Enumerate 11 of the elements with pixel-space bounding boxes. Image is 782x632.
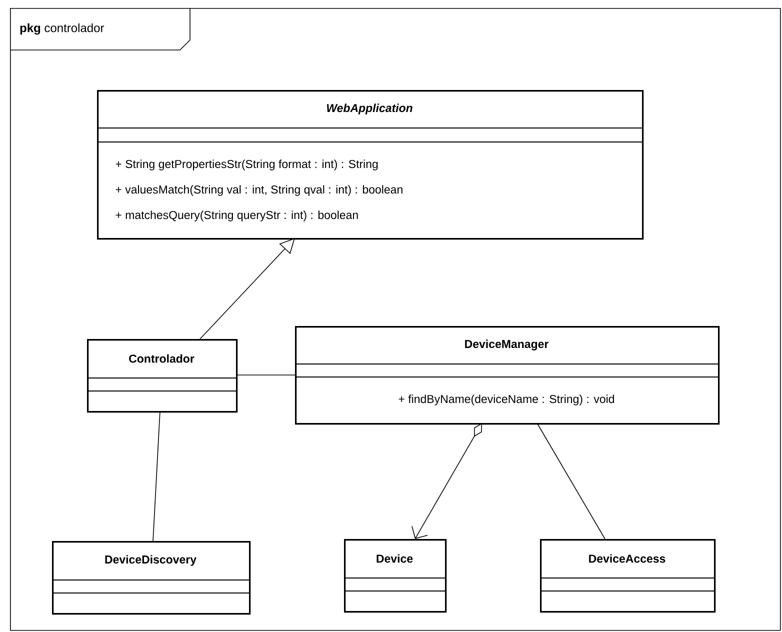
class-box: WebApplication + String getPropertiesStr(String format : int) : String + valuesMatch(String val : int, String qval : int) : boolean + matchesQuery(String queryStr : int) : boolean	[96, 90, 644, 240]
class-box: Controlador	[86, 339, 238, 413]
class-box: DeviceManager + findByName(deviceName : String) : void	[294, 326, 720, 425]
class-box: DeviceDiscovery	[52, 541, 251, 615]
association-line	[200, 238, 295, 340]
class-box: DeviceAccess	[540, 539, 716, 613]
association-line	[536, 422, 606, 540]
association-line	[236, 374, 296, 376]
class-box: Device	[344, 539, 447, 613]
association-line	[152, 410, 160, 542]
association-line	[412, 423, 482, 539]
